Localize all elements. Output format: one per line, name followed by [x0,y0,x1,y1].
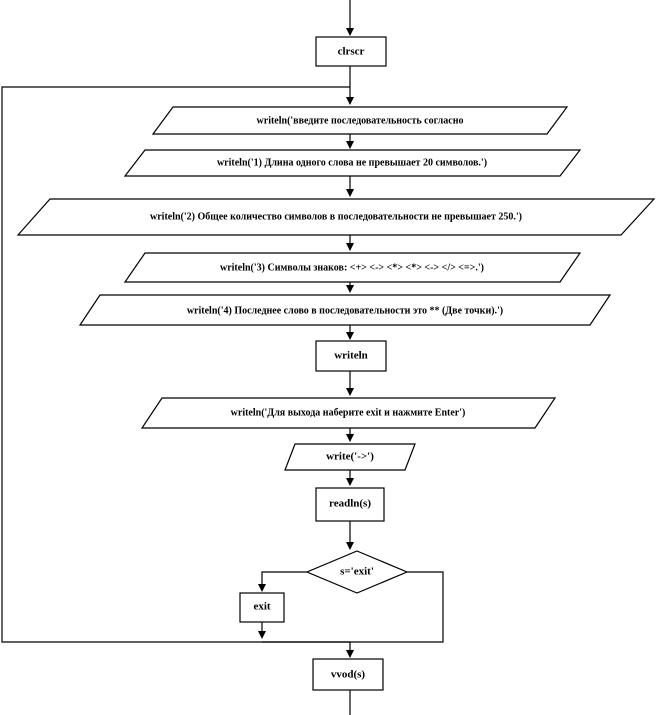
clrscr-label: clrscr [338,46,365,58]
line5-label: writeln('4) Последнее слово в последоват… [187,305,503,316]
output-write-prompt [284,443,416,471]
line3-label: writeln('2) Общее количество символов в … [150,211,522,222]
output-line4 [123,252,582,283]
condition-label: s='exit' [340,566,374,578]
branch-no-line [262,571,444,643]
writeln-box [315,340,387,372]
line2-label: writeln('1) Длина одного слова не превыш… [217,157,487,168]
output-line6 [140,397,557,429]
line4-label: writeln('3) Символы знаков: <+> <-> <*> … [220,262,484,273]
loop-back-line [1,86,350,643]
writeln-label: writeln [334,350,368,362]
write-prompt-label: write('->') [326,451,374,463]
clrscr-box [315,36,387,67]
decision-diamond [305,550,409,594]
output-line2 [123,149,582,177]
line6-label: writeln('Для выхода наберите exit и нажм… [231,407,466,418]
line1-label: writeln('введите последовательность согл… [257,115,464,126]
output-line1 [151,106,569,135]
branch-yes-line [258,571,307,592]
vvod-box [312,658,384,691]
readln-label: readln(s) [329,498,371,510]
output-line5 [78,294,612,326]
vvod-label: vvod(s) [331,669,366,681]
exit-label: exit [253,601,270,613]
output-line3 [16,198,656,236]
